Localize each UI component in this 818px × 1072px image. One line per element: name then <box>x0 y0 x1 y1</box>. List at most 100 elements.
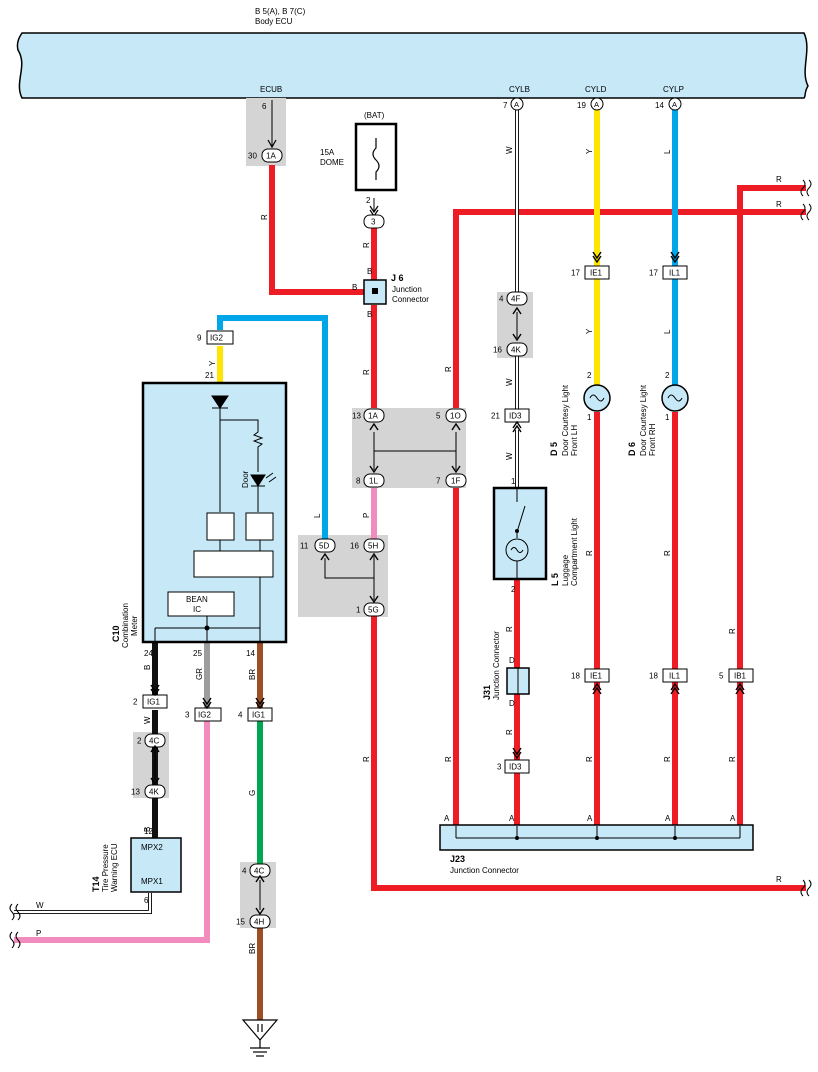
j31-id: J31 <box>482 685 492 700</box>
conn-id3-top-id: ID3 <box>509 412 522 421</box>
svg-text:R: R <box>505 626 514 632</box>
d6-pin2: 2 <box>665 371 670 380</box>
l5-id: L 5 <box>550 573 560 586</box>
conn-ie1-low-pin: 18 <box>571 672 580 681</box>
conn-ig1-mid-pin: 4 <box>238 711 243 720</box>
j23-id: J23 <box>450 854 465 864</box>
d6-name1: Door Courtesy Light <box>639 384 648 456</box>
conn-il1-top-id: IL1 <box>669 269 681 278</box>
j23-a2: A <box>509 814 515 823</box>
ecub-label: ECUB <box>260 85 282 94</box>
conn-4h-id: 4H <box>254 918 264 927</box>
conn-3-id: 3 <box>371 218 376 227</box>
j23-a3: A <box>587 814 593 823</box>
svg-text:R: R <box>444 366 453 372</box>
conn-4c-top-pin: 2 <box>137 737 142 746</box>
conn-4h-pin: 15 <box>236 918 245 927</box>
svg-text:R: R <box>260 214 269 220</box>
svg-text:A: A <box>594 100 599 109</box>
conn-4c-top-id: 4C <box>149 737 159 746</box>
wire-tpms-pink <box>14 720 210 943</box>
d5-name1: Door Courtesy Light <box>561 384 570 456</box>
svg-text:D: D <box>509 656 515 665</box>
conn-id3-low-id: ID3 <box>509 763 522 772</box>
svg-text:W: W <box>505 146 514 154</box>
cylb-pin: 7 <box>503 101 508 110</box>
conn-1a-jb-pin: 13 <box>352 412 361 421</box>
svg-text:BR: BR <box>248 943 257 954</box>
conn-ig2-pin21: 21 <box>205 371 214 380</box>
conn-4c-low-pin: 4 <box>242 867 247 876</box>
conn-4c-low-id: 4C <box>254 867 264 876</box>
svg-text:BR: BR <box>248 669 257 680</box>
meter-pin14: 14 <box>246 649 255 658</box>
svg-text:R: R <box>362 756 371 762</box>
wire-break-marks <box>9 179 812 949</box>
svg-text:L: L <box>663 149 672 154</box>
meter-name2: Meter <box>130 615 139 636</box>
svg-text:R: R <box>663 756 672 762</box>
svg-text:R: R <box>728 756 737 762</box>
ecu-id: B 5(A), B 7(C) <box>255 7 306 16</box>
j6-id: J 6 <box>391 273 404 283</box>
j6-b-bottom: B <box>367 310 372 319</box>
tpms-mpx1: MPX1 <box>141 877 163 886</box>
d5-bulb-icon <box>583 384 611 412</box>
conn-ig1-left-id: IG1 <box>147 698 160 707</box>
conn-1l-id: 1L <box>369 477 378 486</box>
conn-ig1-mid-id: IG1 <box>252 711 265 720</box>
conn-il1-top-pin: 17 <box>649 269 658 278</box>
wire-tpms-white-outline <box>14 893 152 914</box>
d6-pin1: 1 <box>665 413 670 422</box>
wire-5g-red <box>371 616 806 891</box>
d5-pin1: 1 <box>587 413 592 422</box>
tpms-ecu-box <box>130 837 182 893</box>
conn-4f-id: 4F <box>511 295 520 304</box>
svg-text:W: W <box>505 378 514 386</box>
meter-name1: Combination <box>121 603 130 648</box>
svg-text:R: R <box>362 369 371 375</box>
wire-1o-red <box>453 209 806 408</box>
conn-4k-low-id: 4K <box>149 788 159 797</box>
conn-id3-top-pin: 21 <box>491 412 500 421</box>
svg-text:R: R <box>585 550 594 556</box>
svg-text:R: R <box>663 550 672 556</box>
j23-a1: A <box>444 814 450 823</box>
j31-name: Junction Connector <box>492 631 501 700</box>
conn-5h-pin: 16 <box>350 542 359 551</box>
svg-text:W: W <box>36 901 44 910</box>
luggage-light-box <box>492 486 548 581</box>
j6-b-top: B <box>367 267 372 276</box>
conn-1l-pin: 8 <box>356 477 361 486</box>
svg-text:Y: Y <box>585 148 594 154</box>
conn-ig2-low-pin: 3 <box>185 711 190 720</box>
svg-text:R: R <box>776 175 782 184</box>
j6-name2: Connector <box>392 295 429 304</box>
svg-text:R: R <box>776 200 782 209</box>
ecu-connector-a-marks: A A A <box>510 97 682 111</box>
wire-ig2-blue <box>217 315 328 540</box>
meter-bean1: BEAN <box>186 595 208 604</box>
conn-id3-low-pin: 3 <box>497 763 502 772</box>
conn-4f-pin: 4 <box>499 295 504 304</box>
conn-5d-pin: 11 <box>300 542 309 551</box>
tpms-id: T14 <box>91 876 101 892</box>
conn-ig1-left-pin: 2 <box>133 698 138 707</box>
tpms-mpx2: MPX2 <box>141 843 163 852</box>
conn-5h-id: 5H <box>368 542 378 551</box>
conn-ig2-top-pin: 9 <box>197 334 202 343</box>
wire-tpms-white <box>14 893 152 914</box>
conn-5d-id: 5D <box>319 542 329 551</box>
meter-door-label: Door <box>241 470 250 488</box>
ground-symbol-icon <box>241 1019 279 1057</box>
ecu-name: Body ECU <box>255 17 293 26</box>
meter-id: C10 <box>111 625 121 642</box>
cylb-label: CYLB <box>509 85 530 94</box>
conn-ib1-id: IB1 <box>734 672 747 681</box>
d5-name2: Front LH <box>570 425 579 456</box>
svg-text:L: L <box>663 329 672 334</box>
svg-text:GR: GR <box>195 668 204 680</box>
svg-text:A: A <box>672 100 677 109</box>
conn-1a-top-pin: 30 <box>248 152 257 161</box>
